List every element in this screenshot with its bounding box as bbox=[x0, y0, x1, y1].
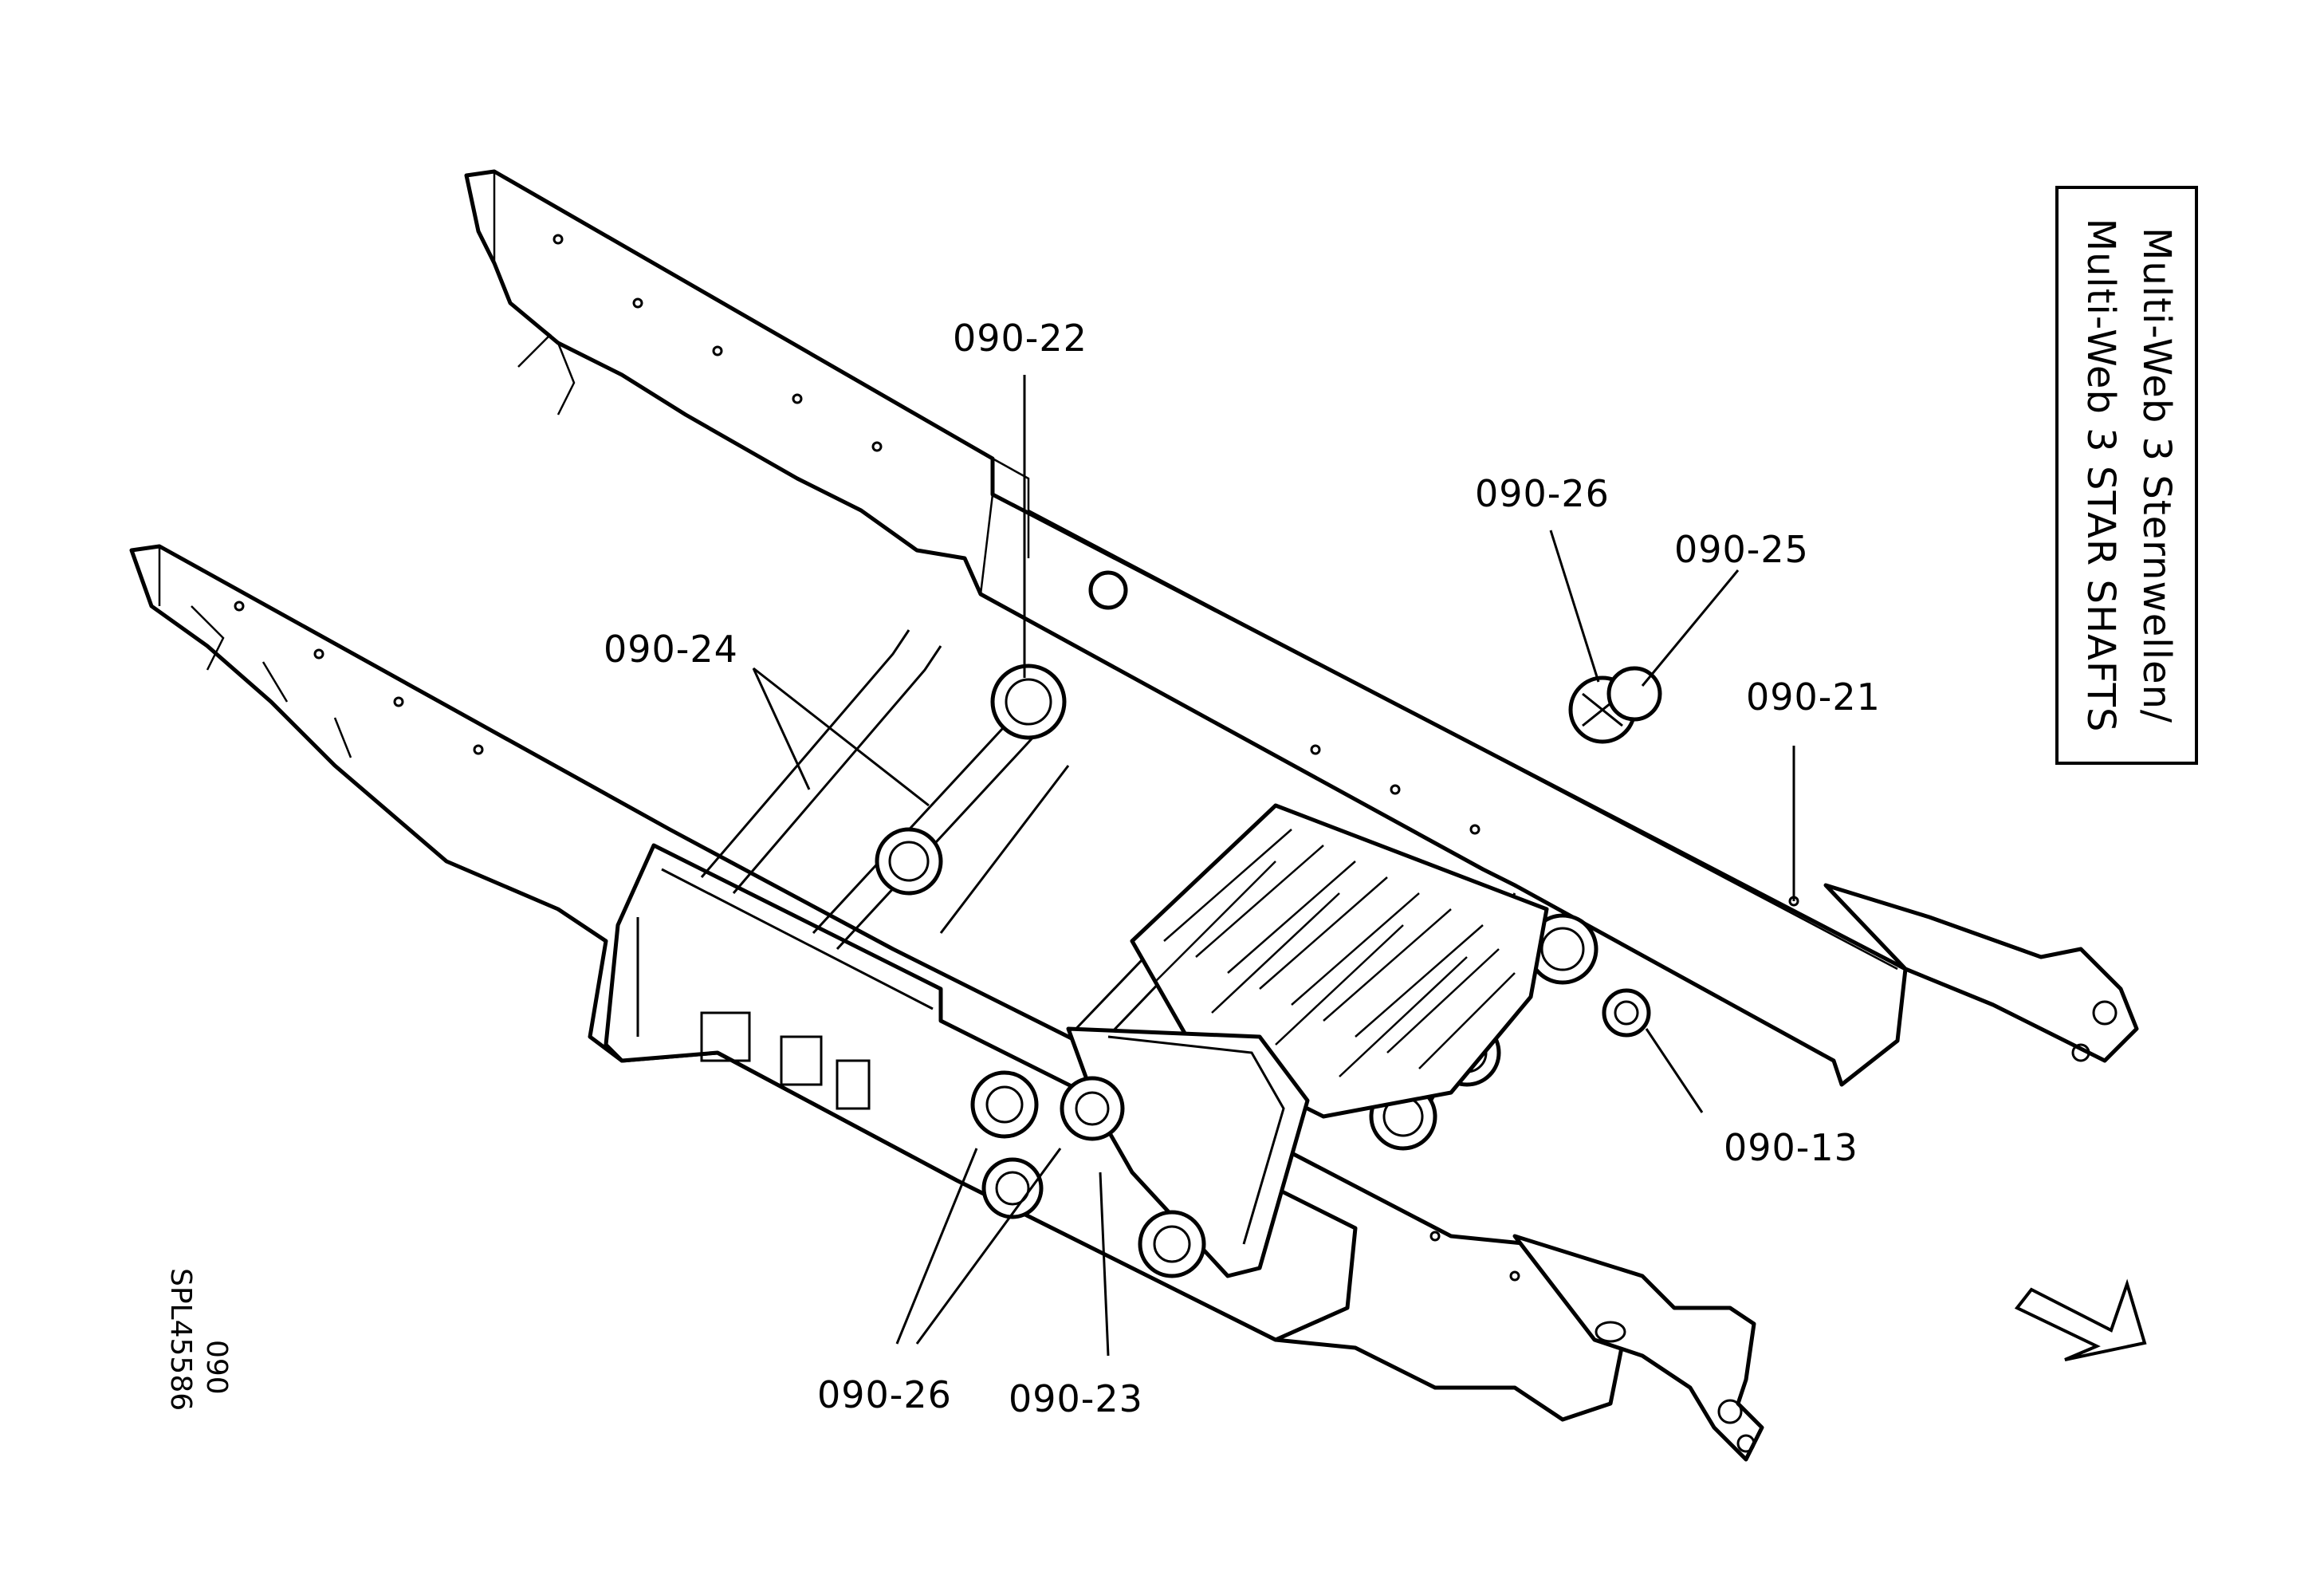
callout-090-22: 090-22 bbox=[953, 317, 1087, 360]
callout-090-24: 090-24 bbox=[604, 628, 738, 671]
title-line-en: Multi-Web 3 STAR SHAFTS bbox=[2078, 219, 2123, 733]
callout-090-25: 090-25 bbox=[1674, 528, 1809, 571]
document-id: 090 SPL45586 bbox=[164, 1268, 233, 1411]
title-line-de: Multi-Web 3 Sternwellen/ bbox=[2134, 227, 2179, 723]
callout-labels: 090-22 090-24 090-26 090-25 090-21 090-1… bbox=[604, 317, 1881, 1420]
mounting-holes bbox=[234, 234, 1799, 1282]
doc-drawing-number: SPL45586 bbox=[164, 1268, 197, 1411]
callout-090-21: 090-21 bbox=[1746, 675, 1881, 719]
callout-090-23: 090-23 bbox=[1009, 1377, 1143, 1420]
callout-090-26-bottom: 090-26 bbox=[817, 1373, 952, 1416]
front-end-bracket bbox=[1512, 1234, 1764, 1462]
machine-frame-drawing bbox=[129, 169, 2139, 1462]
belt-drive bbox=[970, 1026, 1310, 1278]
callout-090-13: 090-13 bbox=[1724, 1126, 1858, 1169]
leader-lines bbox=[752, 375, 1795, 1357]
title-box: Multi-Web 3 Sternwellen/ Multi-Web 3 STA… bbox=[2055, 186, 2198, 765]
rear-end-bracket bbox=[1823, 883, 2139, 1063]
doc-section-number: 090 bbox=[200, 1340, 233, 1395]
callout-090-26-top: 090-26 bbox=[1475, 472, 1610, 515]
arrow-down-right-icon bbox=[2014, 1278, 2147, 1361]
